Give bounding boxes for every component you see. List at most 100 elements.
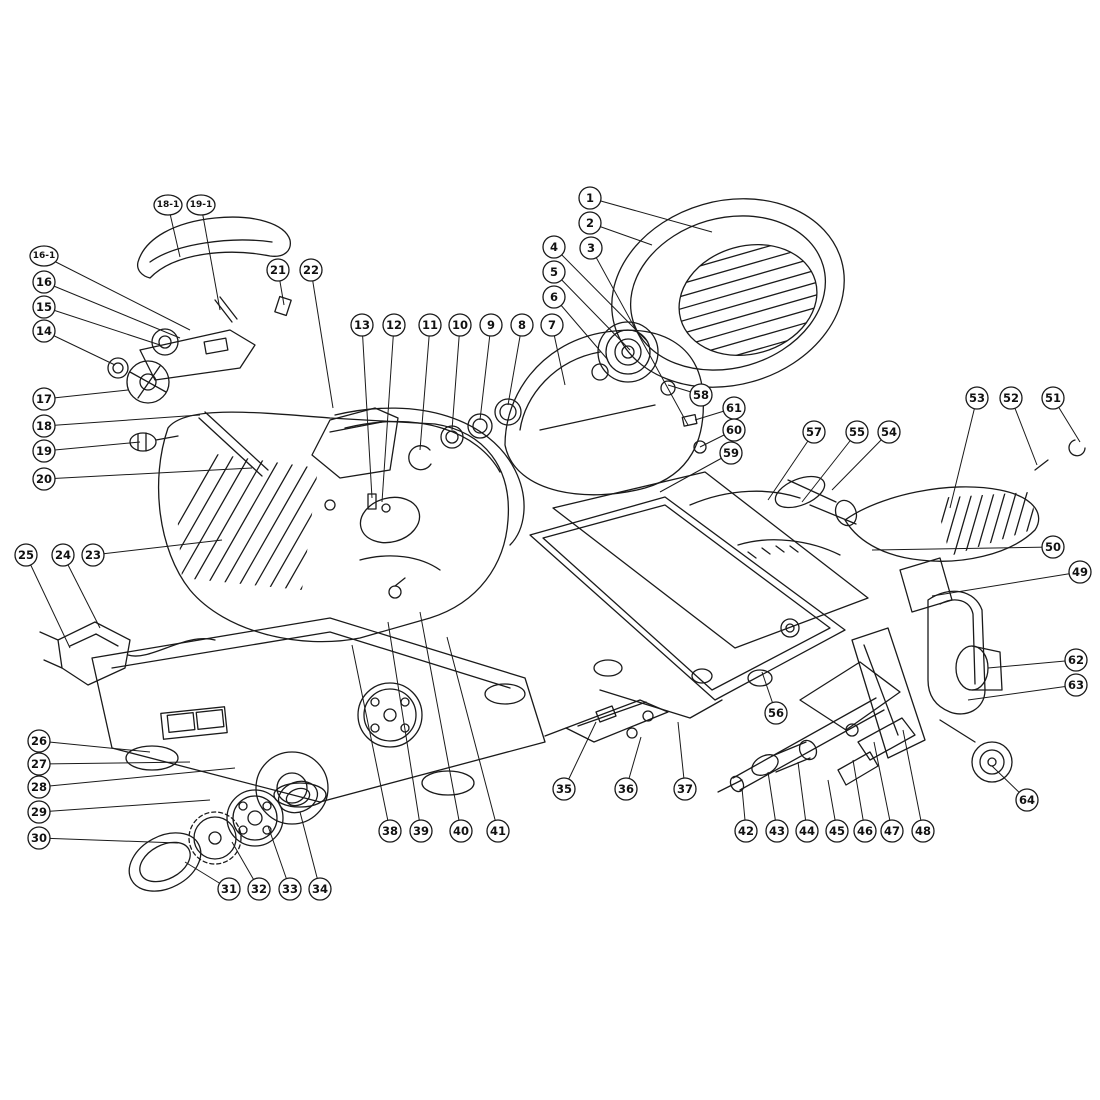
callout-label-36: 36 [618, 782, 634, 796]
suction-foot [421, 770, 475, 796]
leader-line-47 [873, 741, 893, 832]
food-pusher [737, 439, 1086, 562]
callout-3: 3 [579, 236, 603, 260]
power-switch[interactable] [160, 706, 228, 740]
e-ring [1068, 439, 1086, 457]
thumb-screw-and-rod [129, 411, 269, 477]
leader-line-20 [43, 467, 253, 480]
callout-label-62: 62 [1068, 653, 1084, 667]
leader-line-57 [767, 431, 815, 501]
callout-9: 9 [479, 313, 503, 337]
callout-label-20: 20 [36, 472, 52, 486]
callout-label-43: 43 [769, 824, 785, 838]
blade-louvers [665, 234, 831, 370]
leader-line-34 [299, 811, 321, 890]
leader-line-4 [553, 246, 649, 343]
callout-7: 7 [540, 313, 564, 337]
leader-line-17 [43, 389, 129, 400]
callout-8: 8 [510, 313, 534, 337]
callout-label-49: 49 [1072, 565, 1088, 579]
leader-line-35 [563, 721, 597, 790]
callout-24: 24 [51, 543, 75, 567]
leader-line-40 [419, 611, 462, 832]
callout-label-9: 9 [487, 318, 495, 332]
main-housing [157, 411, 510, 643]
callout-label-24: 24 [55, 548, 71, 562]
leader-line-29 [38, 799, 211, 813]
callout-59: 59 [719, 441, 743, 465]
leader-line-26 [38, 740, 151, 753]
base-plate [91, 617, 546, 825]
callout-11: 11 [418, 313, 442, 337]
callout-64: 64 [1015, 788, 1039, 812]
callout-50: 50 [1041, 535, 1065, 559]
callout-10: 10 [448, 313, 472, 337]
callout-label-44: 44 [799, 824, 815, 838]
callout-label-27: 27 [31, 757, 47, 771]
leader-line-48 [902, 729, 924, 832]
callout-label-33: 33 [282, 882, 298, 896]
callout-47: 47 [880, 819, 904, 843]
suction-foot [484, 683, 526, 705]
leader-line-62 [987, 659, 1077, 669]
callout-16-1: 16-1 [29, 245, 59, 267]
callout-label-41: 41 [490, 824, 506, 838]
power-plug [39, 621, 216, 686]
leader-line-1 [589, 197, 713, 233]
callout-26: 26 [27, 729, 51, 753]
callout-39: 39 [409, 819, 433, 843]
callout-4: 4 [542, 235, 566, 259]
leader-line-39 [387, 621, 422, 832]
callout-34: 34 [308, 877, 332, 901]
leader-line-15 [43, 306, 161, 346]
callout-19-1: 19-1 [186, 194, 216, 216]
callout-45: 45 [825, 819, 849, 843]
callout-25: 25 [14, 543, 38, 567]
callout-1: 1 [578, 186, 602, 210]
callout-label-59: 59 [723, 446, 739, 460]
callout-51: 51 [1041, 386, 1065, 410]
callout-56: 56 [764, 701, 788, 725]
leader-line-18 [43, 414, 201, 427]
leader-line-52 [1010, 397, 1038, 466]
callout-58: 58 [689, 383, 713, 407]
callout-label-42: 42 [738, 824, 754, 838]
leader-line-14 [43, 330, 116, 366]
leader-line-28 [38, 767, 236, 788]
callout-label-51: 51 [1045, 391, 1061, 405]
callout-label-32: 32 [251, 882, 267, 896]
callout-label-18: 18 [36, 419, 52, 433]
leader-line-16 [43, 281, 181, 339]
leader-line-22 [310, 269, 334, 409]
leader-line-16-1 [43, 255, 191, 331]
leader-line-9 [479, 324, 492, 421]
callout-label-16: 16 [36, 275, 52, 289]
callout-label-14: 14 [36, 324, 52, 338]
callout-54: 54 [877, 420, 901, 444]
top-cover [136, 216, 291, 323]
leader-line-10 [451, 324, 461, 431]
callout-label-25: 25 [18, 548, 34, 562]
callout-label-5: 5 [550, 265, 558, 279]
callout-label-16-1: 16-1 [33, 251, 56, 261]
callout-18: 18 [32, 414, 56, 438]
callout-60: 60 [722, 418, 746, 442]
callout-31: 31 [217, 877, 241, 901]
callout-35: 35 [552, 777, 576, 801]
callout-63: 63 [1064, 673, 1088, 697]
callout-label-60: 60 [726, 423, 742, 437]
callout-label-13: 13 [354, 318, 370, 332]
callout-13: 13 [350, 313, 374, 337]
callout-label-37: 37 [677, 782, 693, 796]
callout-43: 43 [765, 819, 789, 843]
callout-label-26: 26 [31, 734, 47, 748]
callout-label-15: 15 [36, 300, 52, 314]
callout-41: 41 [486, 819, 510, 843]
callout-label-58: 58 [693, 388, 709, 402]
callout-label-35: 35 [556, 782, 572, 796]
callout-label-40: 40 [453, 824, 469, 838]
callout-label-12: 12 [386, 318, 402, 332]
callout-32: 32 [247, 877, 271, 901]
callout-label-55: 55 [849, 425, 865, 439]
